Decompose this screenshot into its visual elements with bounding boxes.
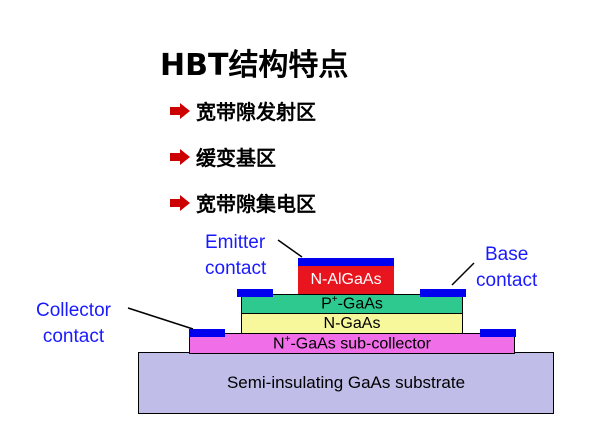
collector-leader-line xyxy=(127,307,194,330)
collector-contact-label: Collector contact xyxy=(36,300,111,347)
bullet-item: 缓变基区 xyxy=(170,142,276,171)
collector-contact-right-metal xyxy=(480,329,516,337)
bullet-item: 宽带隙集电区 xyxy=(170,188,316,217)
right-arrow-icon xyxy=(170,102,190,119)
bullet-text: 缓变基区 xyxy=(196,146,276,170)
emitter-label: N-AlGaAs xyxy=(310,271,382,288)
sub-collector-label: N+-GaAs sub-collector xyxy=(273,333,431,353)
bullet-item: 宽带隙发射区 xyxy=(170,96,316,125)
bullet-text: 宽带隙集电区 xyxy=(196,192,316,216)
collector-label: N-GaAs xyxy=(323,314,381,332)
base-label: P+-GaAs xyxy=(321,294,383,313)
emitter-layer: N-AlGaAs xyxy=(298,266,394,294)
base-contact-right-metal xyxy=(420,289,466,297)
page-title: HBT结构特点 xyxy=(160,48,349,83)
bullet-text: 宽带隙发射区 xyxy=(196,100,316,124)
emitter-contact-label: Emitter contact xyxy=(205,232,267,279)
emitter-leader-line xyxy=(277,239,303,258)
emitter-contact-metal xyxy=(298,258,394,266)
substrate-label: Semi-insulating GaAs substrate xyxy=(226,373,466,392)
base-leader-line xyxy=(451,262,475,286)
right-arrow-icon xyxy=(170,194,190,211)
base-contact-label: Base contact xyxy=(476,244,538,291)
collector-contact-left-metal xyxy=(189,329,225,337)
base-layer: P+-GaAs xyxy=(241,294,463,314)
right-arrow-icon xyxy=(170,148,190,165)
base-contact-left-metal xyxy=(237,289,273,297)
